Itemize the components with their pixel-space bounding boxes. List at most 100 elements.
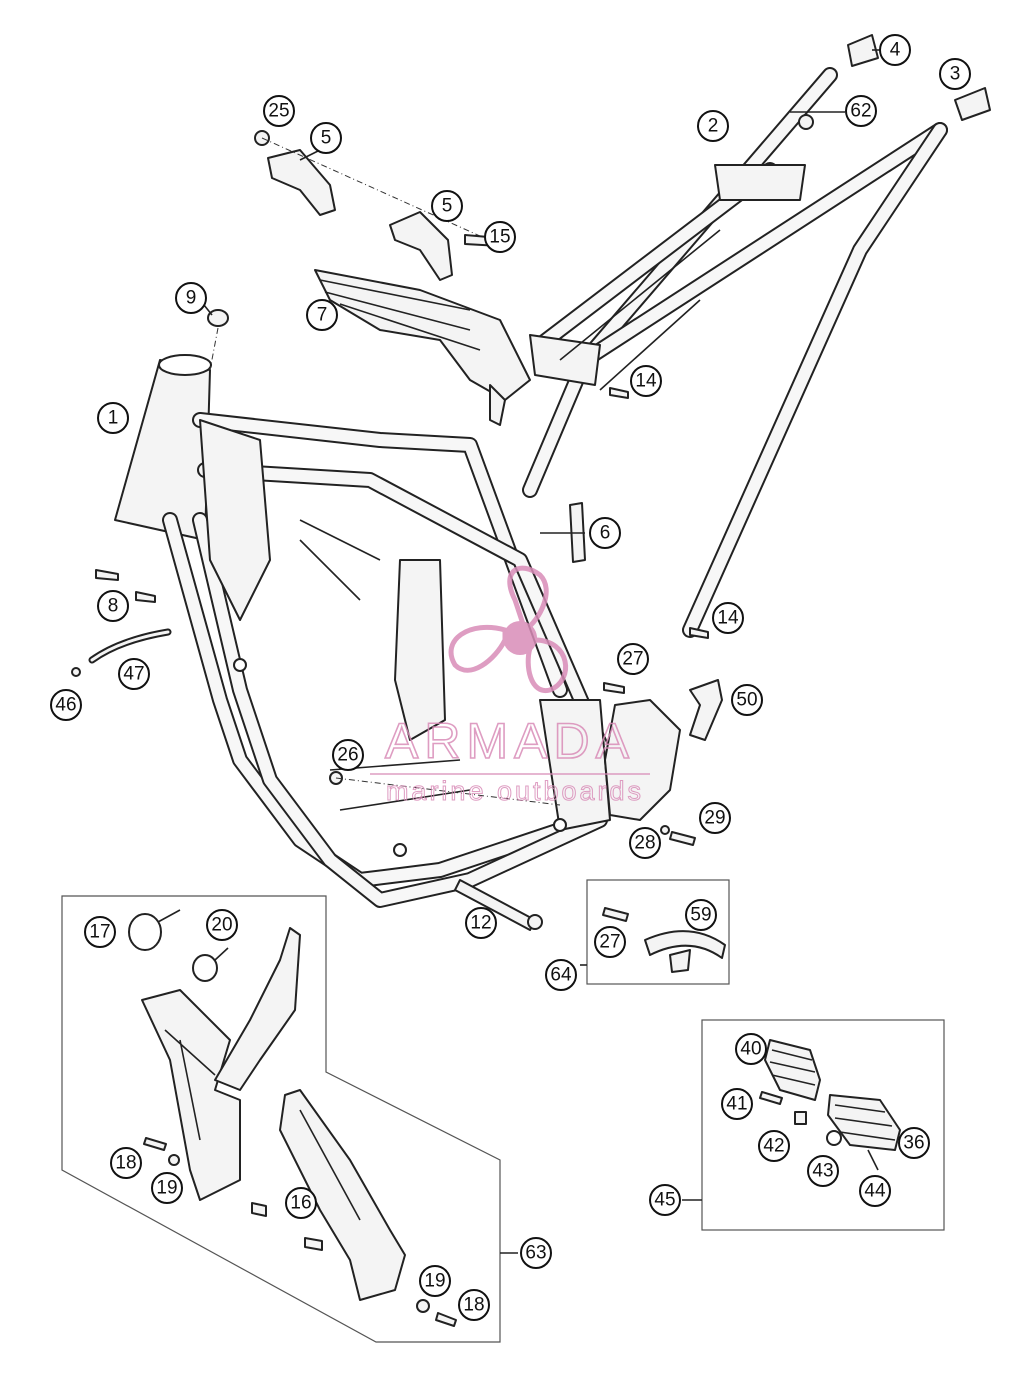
- spring-42: [794, 1111, 807, 1125]
- callout-17: 17: [84, 916, 116, 948]
- svg-text:14: 14: [635, 371, 657, 392]
- spacer-16b: [304, 1237, 323, 1251]
- side-stand-50: [689, 679, 723, 741]
- callout-63: 63: [520, 1237, 552, 1269]
- clip-46: [71, 667, 81, 677]
- svg-text:7: 7: [317, 305, 328, 326]
- callout-7: 7: [306, 299, 338, 331]
- svg-text:45: 45: [654, 1190, 675, 1211]
- svg-text:64: 64: [550, 965, 572, 986]
- svg-text:19: 19: [156, 1178, 177, 1199]
- svg-text:15: 15: [489, 227, 510, 248]
- svg-text:18: 18: [463, 1295, 484, 1316]
- svg-text:63: 63: [525, 1243, 546, 1264]
- callout-46: 46: [50, 689, 82, 721]
- callout-3: 3: [939, 58, 971, 90]
- callout-28: 28: [629, 827, 661, 859]
- svg-text:47: 47: [123, 664, 144, 685]
- frame-protector-upper: [214, 927, 301, 1091]
- bracket-5a: [267, 149, 336, 216]
- washer-19b: [416, 1299, 430, 1313]
- svg-text:36: 36: [903, 1133, 924, 1154]
- callout-44: 44: [859, 1175, 891, 1207]
- bolt-62: [798, 114, 814, 130]
- callout-59: 59: [685, 899, 717, 931]
- svg-text:59: 59: [690, 905, 711, 926]
- callout-64: 64: [545, 959, 577, 991]
- bolt-14a: [609, 387, 629, 399]
- callout-41: 41: [721, 1088, 753, 1120]
- callout-20: 20: [206, 909, 238, 941]
- svg-text:9: 9: [186, 288, 197, 309]
- callout-14a: 14: [630, 365, 662, 397]
- callout-9: 9: [175, 282, 207, 314]
- bolt-29: [669, 831, 696, 846]
- washer-19a: [168, 1154, 180, 1166]
- callout-5b: 5: [431, 190, 463, 222]
- guard-7: [314, 269, 531, 401]
- svg-text:17: 17: [89, 922, 110, 943]
- spacer-16a: [251, 1202, 267, 1217]
- svg-text:44: 44: [864, 1181, 886, 1202]
- callout-19b: 19: [419, 1265, 451, 1297]
- callout-43: 43: [807, 1155, 839, 1187]
- callout-18b: 18: [458, 1289, 490, 1321]
- bolt-14b: [689, 627, 709, 639]
- callout-4: 4: [879, 34, 911, 66]
- svg-text:27: 27: [599, 932, 620, 953]
- washer-43: [826, 1130, 842, 1146]
- cap-9: [207, 309, 229, 327]
- cable-tie-20: [192, 954, 218, 982]
- watermark-tagline: marine outboards: [386, 776, 644, 806]
- callout-27b: 27: [594, 926, 626, 958]
- svg-text:16: 16: [290, 1193, 311, 1214]
- plug-3: [954, 87, 991, 121]
- svg-text:62: 62: [850, 101, 871, 122]
- axle-12: [454, 879, 536, 931]
- svg-text:42: 42: [763, 1136, 784, 1157]
- callout-14b: 14: [712, 602, 744, 634]
- svg-text:28: 28: [634, 833, 655, 854]
- svg-text:14: 14: [717, 608, 739, 629]
- plug-4: [847, 34, 879, 67]
- bolt-8a: [95, 569, 119, 581]
- bolt-27a: [603, 682, 625, 694]
- svg-text:18: 18: [115, 1153, 136, 1174]
- callout-19a: 19: [151, 1172, 183, 1204]
- group-box-63: [61, 895, 501, 1343]
- svg-text:12: 12: [470, 913, 491, 934]
- callout-47: 47: [118, 658, 150, 690]
- svg-text:29: 29: [704, 808, 725, 829]
- svg-text:27: 27: [622, 649, 643, 670]
- bolt-27b: [602, 907, 629, 922]
- callout-2: 2: [697, 110, 729, 142]
- screw-18a: [143, 1137, 167, 1151]
- svg-text:5: 5: [442, 196, 453, 217]
- svg-text:26: 26: [337, 745, 358, 766]
- svg-text:6: 6: [600, 523, 611, 544]
- footrest-bracket: [604, 699, 681, 821]
- chain-guide-59: [644, 930, 726, 959]
- callout-6: 6: [589, 517, 621, 549]
- svg-text:3: 3: [950, 64, 961, 85]
- pin-41: [759, 1091, 783, 1105]
- callout-15: 15: [484, 221, 516, 253]
- svg-text:19: 19: [424, 1271, 445, 1292]
- svg-text:41: 41: [726, 1094, 747, 1115]
- callout-5a: 5: [310, 122, 342, 154]
- svg-text:50: 50: [736, 690, 757, 711]
- callout-16: 16: [285, 1187, 317, 1219]
- callout-45: 45: [649, 1184, 681, 1216]
- callout-26: 26: [332, 739, 364, 771]
- callout-27a: 27: [617, 643, 649, 675]
- svg-text:46: 46: [55, 695, 76, 716]
- bracket-5b: [389, 211, 453, 281]
- callout-36: 36: [898, 1127, 930, 1159]
- svg-text:8: 8: [108, 596, 119, 617]
- svg-text:2: 2: [708, 116, 719, 137]
- watermark-brand: ARMADA: [385, 713, 635, 769]
- hose-47: [88, 628, 172, 664]
- footrest-40: [764, 1039, 821, 1101]
- callout-42: 42: [758, 1130, 790, 1162]
